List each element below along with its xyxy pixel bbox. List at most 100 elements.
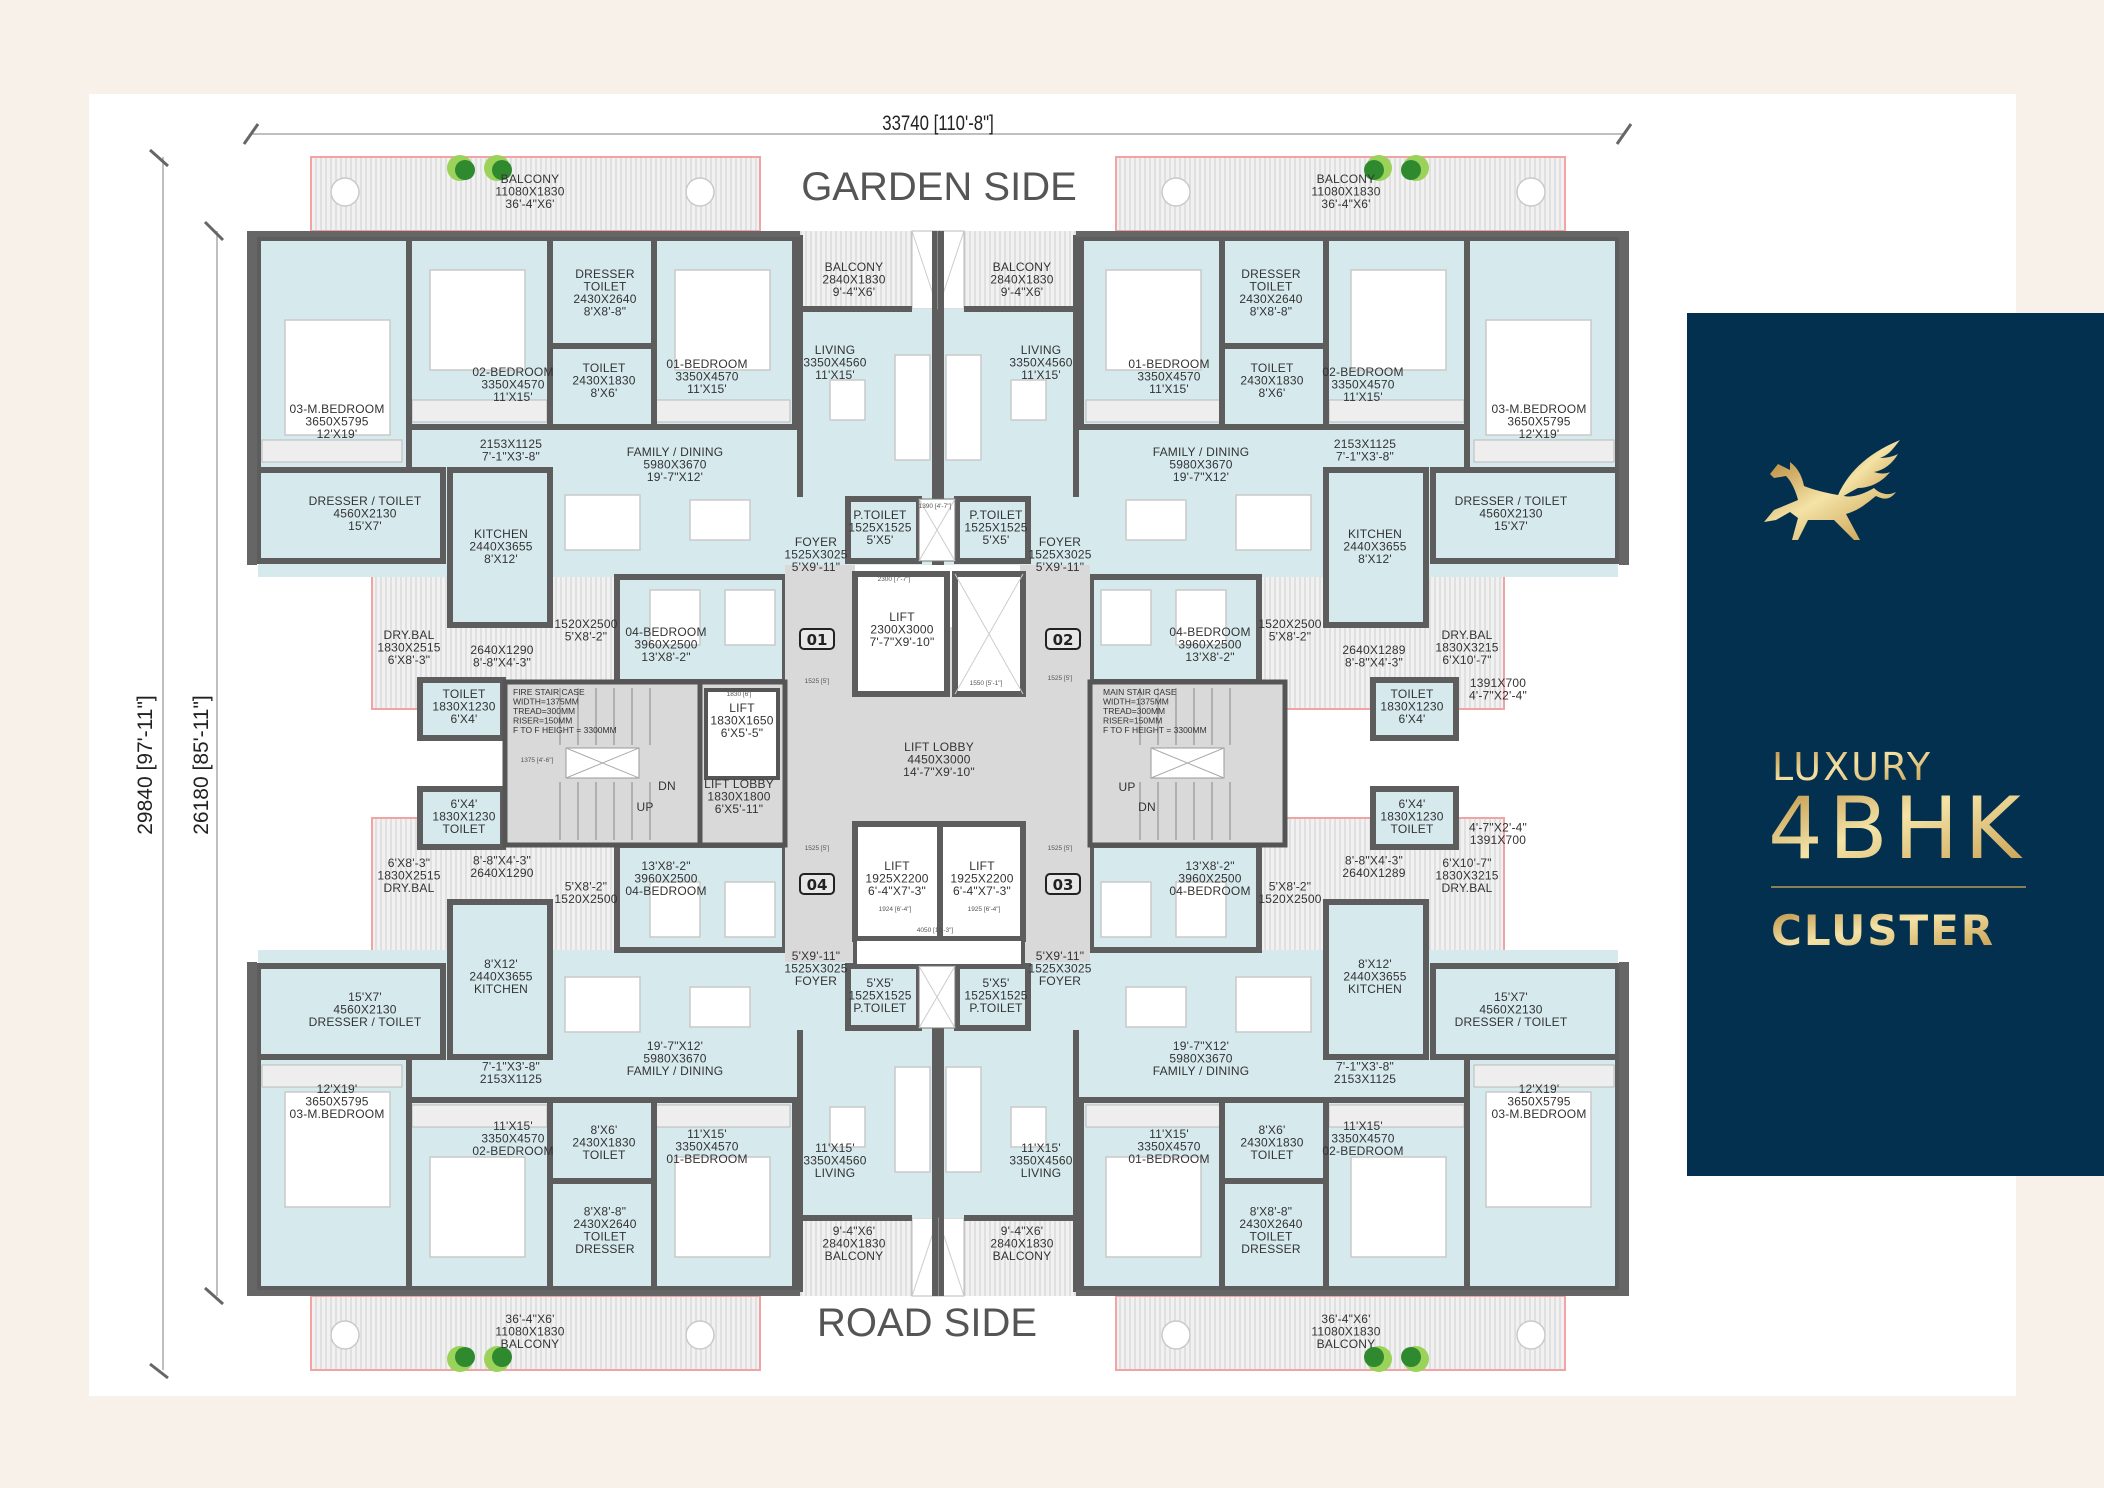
unit-01-bed02-label-line: 3350X4570: [481, 378, 544, 392]
small-dimension-label: 2300 [7'-7"]: [878, 576, 911, 583]
unit-03-service-toilet-label-line: 6'X4': [1399, 797, 1426, 811]
lift-b1-label-line: 6'-4"X7'-3": [868, 884, 926, 898]
brand-panel: LUXURY 4BHK CLUSTER: [1687, 313, 2104, 1176]
unit-03-bed04-label-line: 04-BEDROOM: [1169, 884, 1250, 898]
unit-03-util-c-label-line: 1391X700: [1470, 833, 1526, 847]
main-dn-marker: DN: [1138, 800, 1156, 814]
unit-02-family-label-line: 19'-7"X12': [1173, 470, 1229, 484]
unit-04-foyer-label-line: 1525X3025: [784, 962, 847, 976]
unit-04-passage-label-line: 7'-1"X3'-8": [482, 1060, 540, 1074]
core: 01 02 03 04: [505, 498, 1285, 1029]
main-lift-label-line: 7'-7"X9'-10": [870, 635, 935, 649]
unit-04-balcony-label-line: 36'-4"X6': [505, 1312, 554, 1326]
unit-badge-04: 04: [799, 873, 835, 895]
unit-01-living-label-line: 3350X4560: [803, 356, 866, 370]
main-lift-label-line: LIFT: [889, 610, 915, 624]
small-lift-label-line: LIFT: [729, 701, 755, 715]
unit-03-bed02-label-line: 02-BEDROOM: [1322, 1144, 1403, 1158]
fire-staircase-notes-line: RISER=150MM: [513, 716, 572, 726]
unit-badge-01: 01: [799, 628, 835, 650]
unit-02-service-toilet-label-line: TOILET: [1391, 687, 1434, 701]
unit-02-bed04-label-line: 3960X2500: [1178, 638, 1241, 652]
unit-03-dry-bal-label-line: DRY.BAL: [1442, 881, 1493, 895]
unit-01-dresser-toilet-label-line: TOILET: [584, 280, 627, 294]
unit-03-living-label-line: 11'X15': [1021, 1141, 1061, 1155]
small-dimension-label: 1550 [5'-1"]: [970, 680, 1003, 687]
unit-03-family-label-line: 19'-7"X12': [1173, 1039, 1229, 1053]
unit-01-master-toilet-label-line: 15'X7': [348, 519, 382, 533]
unit-02-foyer-label-line: FOYER: [1039, 535, 1081, 549]
brand-line-luxury: LUXURY: [1772, 745, 1932, 789]
unit-03-dry-bal-label-line: 6'X10'-7": [1442, 856, 1491, 870]
unit-03-toilet-label-line: 2430X1830: [1240, 1136, 1303, 1150]
main-lift-label-line: 2300X3000: [870, 623, 933, 637]
unit-03-family-label-line: FAMILY / DINING: [1153, 1064, 1250, 1078]
unit-02-living-balcony-label-line: BALCONY: [993, 260, 1052, 274]
unit-04-passage-label-line: 2153X1125: [480, 1072, 542, 1086]
unit-04-family-label-line: FAMILY / DINING: [627, 1064, 724, 1078]
lift-lobby-label-line: 4450X3000: [907, 753, 970, 767]
main-staircase-notes-line: TREAD=300MM: [1103, 706, 1165, 716]
unit-01-bed04-label-line: 13'X8'-2": [641, 650, 690, 664]
unit-01-family-label-line: FAMILY / DINING: [627, 445, 724, 459]
unit-02-toilet-label-line: 2430X1830: [1240, 374, 1303, 388]
unit-02-service-toilet-label-line: 6'X4': [1399, 712, 1426, 726]
garden-side-label: GARDEN SIDE: [801, 165, 1077, 209]
unit-03-passage-label: 7'-1"X3'-8"2153X1125: [1334, 1060, 1396, 1087]
unit-03-foyer-label-line: 5'X9'-11": [1036, 949, 1084, 963]
unit-02-foyer-label-line: 5'X9'-11": [1036, 560, 1084, 574]
unit-02-dresser-toilet-label-line: 8'X8'-8": [1250, 305, 1292, 319]
unit-02-passage-label-line: 2153X1125: [1334, 437, 1396, 451]
small-dimension-label: 1375 [4'-6"]: [521, 757, 554, 764]
unit-03-bed02-label-line: 3350X4570: [1331, 1132, 1394, 1146]
small-lift-label-line: 1830X1650: [710, 714, 773, 728]
unit-02-mbed03-label-line: 3650X5795: [1507, 415, 1570, 429]
lift-b1-label-line: LIFT: [884, 859, 910, 873]
unit-01-toilet-label-line: 8'X6': [591, 386, 618, 400]
unit-02-p-toilet-label-line: 1525X1525: [964, 521, 1027, 535]
unit-02-passage-label-line: 7'-1"X3'-8": [1336, 450, 1394, 464]
unit-01-util-b-label-line: 8'-8"X4'-3": [473, 656, 531, 670]
unit-01-service-toilet-label-line: 1830X1230: [432, 700, 495, 714]
unit-04-living-balcony-label-line: BALCONY: [825, 1249, 884, 1263]
unit-02-master-toilet-label-line: DRESSER / TOILET: [1455, 494, 1568, 508]
unit-03-toilet-label-line: 8'X6': [1259, 1123, 1286, 1137]
unit-02-living-label-line: 11'X15': [1021, 368, 1061, 382]
unit-01-living-balcony-label-line: BALCONY: [825, 260, 884, 274]
unit-03-util-b-label-line: 2640X1289: [1342, 866, 1405, 880]
small-lift-lobby-label-line: LIFT LOBBY: [704, 777, 774, 791]
fire-staircase-notes-line: TREAD=300MM: [513, 706, 575, 716]
unit-03-master-toilet-label-line: DRESSER / TOILET: [1455, 1015, 1568, 1029]
unit-number: 02: [1053, 631, 1074, 649]
unit-01-util-a-label-line: 1520X2500: [554, 617, 617, 631]
unit-03-master-toilet-label-line: 15'X7': [1494, 990, 1528, 1004]
unit-04-util-a-label-line: 1520X2500: [554, 892, 617, 906]
unit-04-master-toilet-label-line: 15'X7': [348, 990, 382, 1004]
unit-04-service-toilet-label-line: TOILET: [443, 822, 486, 836]
small-lift: [704, 688, 780, 780]
unit-04-passage-label: 7'-1"X3'-8"2153X1125: [480, 1060, 542, 1087]
unit-04-master-toilet-label-line: 4560X2130: [333, 1003, 396, 1017]
